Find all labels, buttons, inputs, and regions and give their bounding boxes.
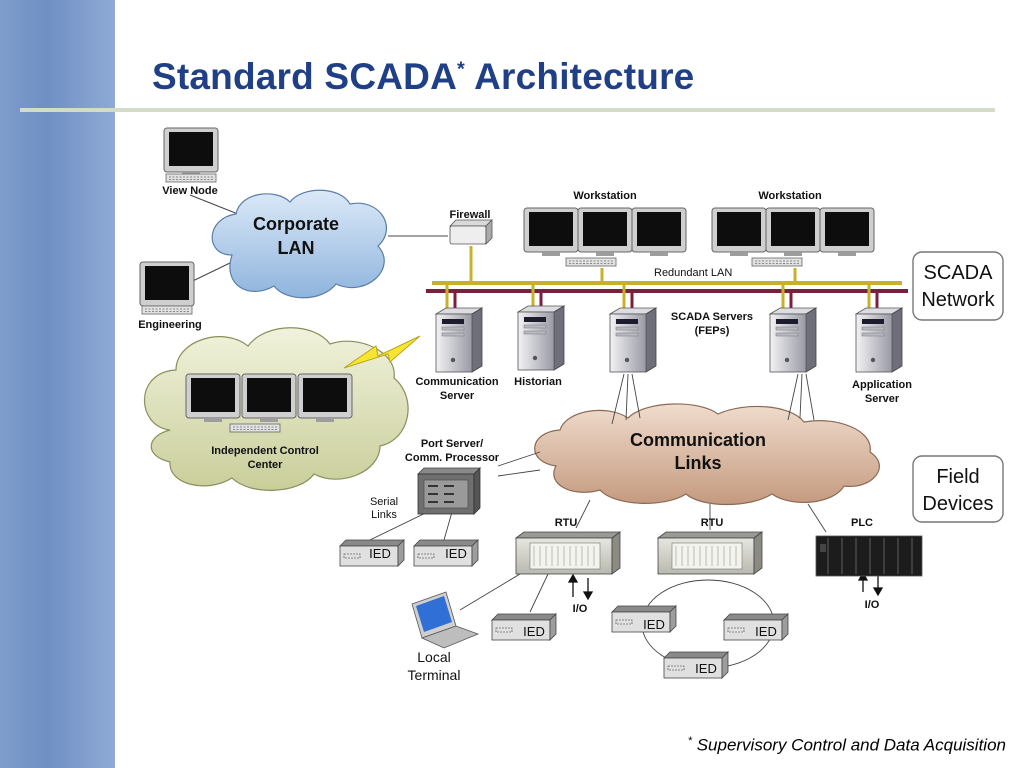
- corporate-lan-cloud: Corporate LAN: [211, 189, 388, 299]
- comm-server-label-2: Server: [440, 390, 475, 402]
- rtu-2: RTU: [657, 517, 763, 575]
- ied-5-label: IED: [755, 624, 777, 639]
- ied-3-label: IED: [523, 624, 545, 639]
- serial-links-label-1: Serial: [370, 496, 398, 508]
- comm-links-label-1: Communication: [630, 430, 766, 450]
- rtu-2-label: RTU: [701, 517, 724, 529]
- title-main: Standard SCADA: [152, 56, 457, 97]
- footnote-text: Supervisory Control and Data Acquisition: [691, 735, 1006, 755]
- title-end: Architecture: [464, 56, 695, 97]
- ied-3: IED: [491, 613, 557, 641]
- historian-server: Historian: [514, 305, 565, 388]
- firewall-device: Firewall: [449, 209, 493, 245]
- engineering-pc: Engineering: [138, 261, 202, 331]
- footnote: * Supervisory Control and Data Acquisiti…: [688, 735, 1006, 756]
- io-1-label: I/O: [573, 603, 588, 615]
- scada-network-label-1: SCADA: [924, 262, 994, 284]
- plc: PLC: [815, 517, 923, 577]
- scada-servers-label-1: SCADA Servers: [671, 311, 753, 323]
- application-server: Application Server: [852, 307, 912, 405]
- app-server-label-1: Application: [852, 379, 912, 391]
- independent-center-label-2: Center: [248, 459, 284, 471]
- comm-links-label-2: Links: [674, 453, 721, 473]
- communication-links-cloud: Communication Links: [534, 403, 880, 506]
- port-server: Port Server/ Comm. Processor Serial Link…: [370, 438, 500, 521]
- ied-6-label: IED: [695, 661, 717, 676]
- local-terminal-label-1: Local: [417, 649, 450, 665]
- local-terminal-laptop: Local Terminal: [408, 591, 480, 683]
- ied-4-label: IED: [643, 617, 665, 632]
- redundant-lan: [426, 246, 908, 312]
- redundant-lan-label: Redundant LAN: [654, 267, 732, 279]
- title-divider: [20, 108, 995, 112]
- ied-6: IED: [663, 651, 729, 679]
- port-server-label-1: Port Server/: [421, 438, 483, 450]
- footnote-asterisk: *: [687, 735, 692, 747]
- ied-1: IED: [339, 539, 405, 567]
- workstation-2: Workstation: [711, 190, 875, 267]
- ied-2: IED: [413, 539, 479, 567]
- local-terminal-label-2: Terminal: [408, 667, 461, 683]
- io-arrows: [567, 571, 884, 601]
- ied-4: IED: [611, 605, 677, 633]
- corporate-lan-label-1: Corporate: [253, 214, 339, 234]
- io-2-label: I/O: [865, 599, 880, 611]
- title-asterisk: *: [457, 58, 465, 81]
- field-devices-label-2: Devices: [922, 493, 993, 515]
- workstation-2-label: Workstation: [758, 190, 822, 202]
- independent-center-label-1: Independent Control: [211, 445, 319, 457]
- scada-server-1: [609, 307, 657, 373]
- engineering-label: Engineering: [138, 319, 202, 331]
- sidebar-band: [0, 0, 115, 768]
- communication-server: Communication Server: [415, 307, 499, 402]
- workstation-1: Workstation: [523, 190, 687, 267]
- plc-label: PLC: [851, 517, 873, 529]
- wireless-link-icon: [343, 335, 421, 369]
- ied-5: IED: [723, 613, 789, 641]
- ied-1-label: IED: [369, 546, 391, 561]
- field-devices-label-1: Field: [936, 466, 979, 488]
- field-devices-box: Field Devices: [912, 455, 1004, 523]
- rtu-1-label: RTU: [555, 517, 578, 529]
- scada-server-2: [769, 307, 817, 373]
- serial-links-label-2: Links: [371, 509, 397, 521]
- view-node-label: View Node: [162, 185, 217, 197]
- scada-servers-label-2: (FEPs): [695, 325, 730, 337]
- scada-network-box: SCADA Network: [912, 251, 1004, 321]
- workstation-1-label: Workstation: [573, 190, 637, 202]
- field-links: [369, 505, 775, 669]
- view-node-pc: View Node: [162, 127, 219, 197]
- app-server-label-2: Server: [865, 393, 900, 405]
- slide-title: Standard SCADA* Architecture: [152, 56, 694, 98]
- historian-label: Historian: [514, 376, 562, 388]
- comm-server-label-1: Communication: [415, 376, 498, 388]
- rtu-1: RTU: [515, 517, 621, 575]
- ied-2-label: IED: [445, 546, 467, 561]
- scada-network-label-2: Network: [921, 289, 995, 311]
- server-cloud-links: [497, 373, 827, 533]
- corporate-lan-label-2: LAN: [278, 238, 315, 258]
- port-server-label-2: Comm. Processor: [405, 452, 500, 464]
- firewall-label: Firewall: [450, 209, 491, 221]
